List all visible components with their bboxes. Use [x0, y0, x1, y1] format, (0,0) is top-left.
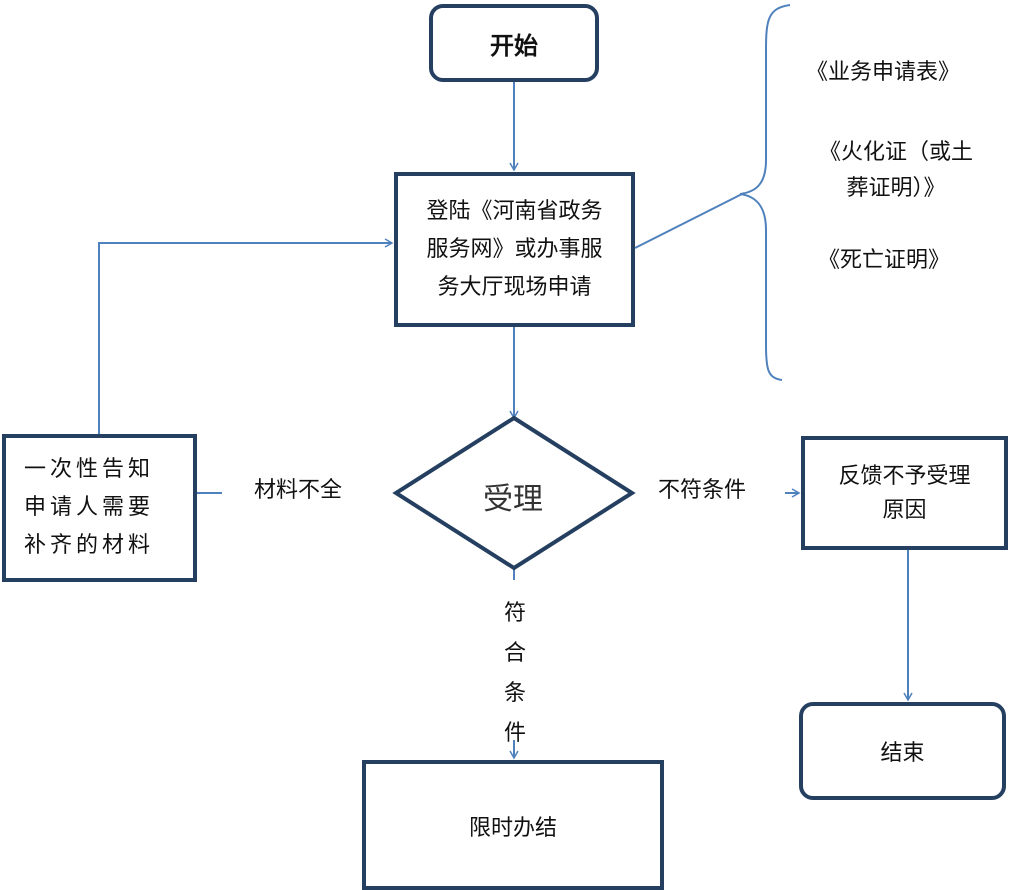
decision-node-label: 受理 — [483, 482, 543, 517]
notice-node-label: 一次性告知 申请人需要 补齐的材料 — [24, 457, 155, 558]
apply-node-label: 登陆《河南省政务 服务网》或办事服 务大厅现场申请 — [426, 198, 603, 300]
connector-layer — [98, 4, 913, 760]
edge-label-incomplete: 材料不全 — [254, 478, 343, 503]
edge-notice-to-apply — [98, 238, 394, 434]
edge-label-ineligible: 不符条件 — [658, 478, 747, 503]
decision-diamond — [392, 415, 636, 571]
feedback-node: 反馈不予受理 原因 — [801, 436, 1008, 550]
notice-node: 一次性告知 申请人需要 补齐的材料 — [2, 434, 197, 582]
done-node-label: 限时办结 — [468, 816, 557, 841]
start-node-label: 开始 — [490, 31, 538, 60]
start-node: 开始 — [429, 4, 599, 82]
feedback-node-label: 反馈不予受理 原因 — [838, 464, 971, 523]
done-node: 限时办结 — [362, 760, 664, 890]
required-document-application-form: 《业务申请表》 — [806, 60, 961, 85]
documents-brace — [739, 4, 791, 381]
apply-node: 登陆《河南省政务 服务网》或办事服 务大厅现场申请 — [394, 172, 635, 327]
required-document-cremation-certificate: 《火化证（或土 葬证明）》 — [818, 140, 973, 201]
required-document-death-certificate: 《死亡证明》 — [818, 248, 951, 273]
end-node-label: 结束 — [880, 741, 925, 766]
edge-apply-to-documents — [634, 192, 745, 249]
end-node: 结束 — [799, 702, 1006, 800]
edge-label-eligible: 符 合 条 件 — [503, 601, 526, 746]
